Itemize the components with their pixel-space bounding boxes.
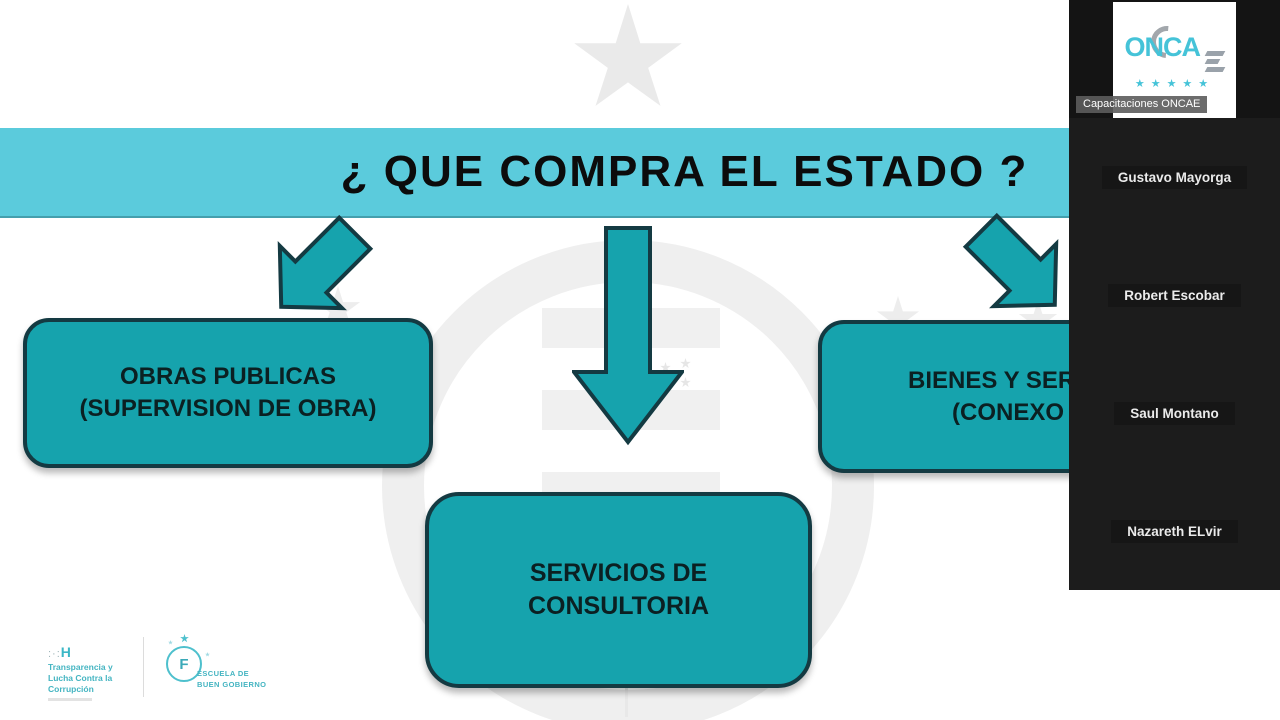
box-obras-line2: (SUPERVISION DE OBRA) xyxy=(79,395,377,422)
participant-name-label: Capacitaciones ONCAE xyxy=(1076,96,1208,113)
transparencia-letter: H xyxy=(60,644,71,660)
transparencia-line3: Corrupción xyxy=(48,684,94,695)
box-servicios-consultoria: SERVICIOS DE CONSULTORIA xyxy=(425,492,812,688)
participants-panel: ONCA ★★★★★ Capacitaciones ONCAE Gustavo … xyxy=(1069,0,1280,590)
transparencia-mark-icon: :·:H xyxy=(48,644,148,660)
box-obras-line1: OBRAS PUBLICAS xyxy=(119,363,336,391)
participant-tile-nazareth[interactable]: Nazareth ELvir xyxy=(1069,472,1280,590)
slide-title-band: ¿ QUE COMPRA EL ESTADO ? xyxy=(0,128,1069,218)
watermark-small-star xyxy=(680,358,691,369)
box-bienes-line2: (CONEXO xyxy=(952,398,1065,426)
escuela-star-icon xyxy=(180,634,189,643)
participant-name: Saul Montano xyxy=(1114,401,1235,425)
box-bienes-line1: BIENES Y SER xyxy=(908,366,1076,394)
participant-name: Gustavo Mayorga xyxy=(1101,165,1248,189)
escuela-star-icon xyxy=(168,640,173,645)
transparencia-dots: :·: xyxy=(48,648,61,660)
escuela-text: ESCUELA DE BUEN GOBIERNO xyxy=(197,669,266,691)
oncae-logo-text: ONCA xyxy=(1124,32,1201,62)
participant-tile-saul[interactable]: Saul Montano xyxy=(1069,354,1280,472)
oncae-stars-icon: ★★★★★ xyxy=(1134,78,1215,90)
arrow-down-right-icon xyxy=(962,212,1059,309)
transparencia-line2: Lucha Contra la xyxy=(48,673,113,684)
participant-tile-robert[interactable]: Robert Escobar xyxy=(1069,236,1280,354)
arrow-down-left-icon xyxy=(277,214,374,311)
escuela-letter: F xyxy=(179,655,189,673)
transparencia-logo: :·:H Transparencia y Lucha Contra la Cor… xyxy=(48,644,148,702)
box-obras-publicas: OBRAS PUBLICAS (SUPERVISION DE OBRA) xyxy=(23,318,433,468)
footer-divider xyxy=(143,637,144,697)
escuela-line1: ESCUELA DE xyxy=(197,669,250,678)
escuela-star-icon xyxy=(205,652,210,657)
participant-video-tile-capacitaciones[interactable]: ONCA ★★★★★ Capacitaciones ONCAE xyxy=(1069,0,1280,118)
arrow-down-icon xyxy=(572,226,684,446)
watermark-big-star xyxy=(574,4,682,106)
oncae-e-bars-icon xyxy=(1205,51,1226,72)
box-servicios-line1: SERVICIOS DE xyxy=(529,559,708,587)
transparencia-subline xyxy=(48,698,92,702)
watermark-small-star xyxy=(680,377,691,388)
participant-name: Nazareth ELvir xyxy=(1111,519,1238,543)
box-servicios-line2: CONSULTORIA xyxy=(527,592,710,620)
transparencia-line1: Transparencia y xyxy=(48,662,113,672)
participant-name: Robert Escobar xyxy=(1108,283,1241,307)
slide-title: ¿ QUE COMPRA EL ESTADO ? xyxy=(340,147,1029,196)
escuela-line2: BUEN GOBIERNO xyxy=(197,679,267,689)
participant-tile-gustavo[interactable]: Gustavo Mayorga xyxy=(1069,118,1280,236)
oncae-logo: ONCA xyxy=(1113,19,1236,72)
transparencia-text: Transparencia y Lucha Contra la Corrupci… xyxy=(48,662,148,695)
watermark-small-star xyxy=(660,362,671,373)
escuela-emblem-icon: F xyxy=(166,646,202,682)
